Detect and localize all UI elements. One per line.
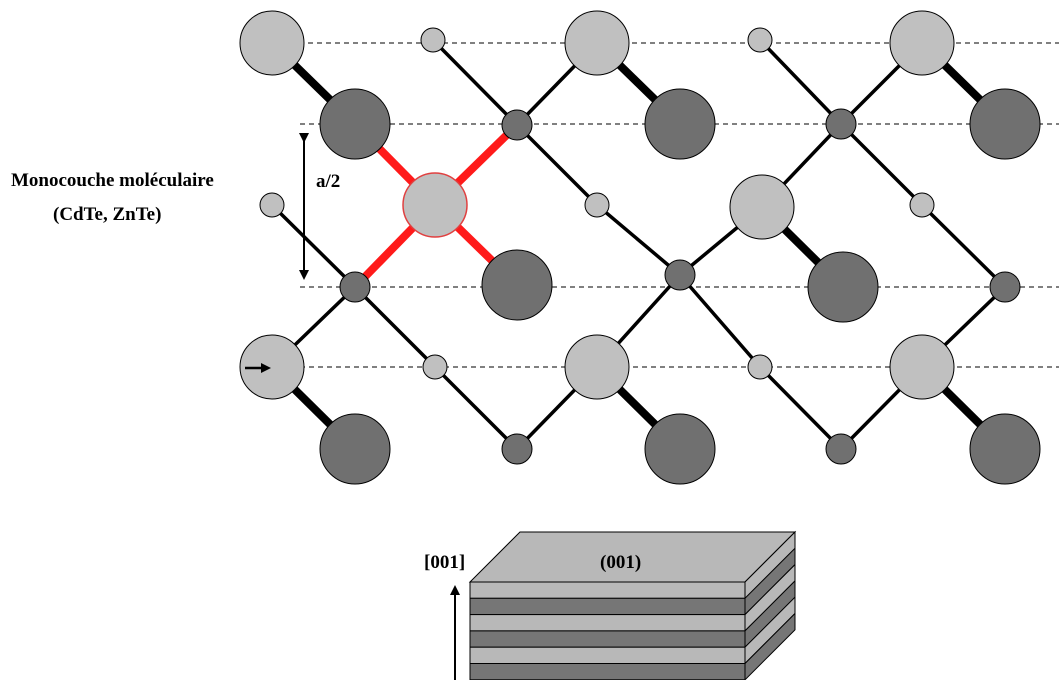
slab-layer-front [469, 614, 746, 632]
slab-layer-front [469, 597, 746, 616]
dark-atom [339, 271, 371, 303]
dark-atom [501, 109, 533, 141]
dark-atom [319, 413, 391, 485]
bond [839, 122, 924, 207]
dark-atom [969, 413, 1041, 485]
slab-layer-front [469, 646, 746, 665]
dark-atom [664, 259, 696, 291]
bond [920, 203, 1007, 289]
light-atom [889, 334, 955, 400]
bond [353, 285, 437, 369]
slab-layer-front [469, 663, 746, 680]
dark-atom [825, 108, 857, 140]
spacing-label: a/2 [316, 171, 341, 192]
dark-atom [807, 251, 879, 323]
bond [270, 203, 357, 289]
light-atom [909, 192, 935, 218]
plane-label: (001) [600, 552, 642, 573]
monolayer-compounds-label: (CdTe, ZnTe) [53, 204, 162, 225]
light-atom [729, 174, 795, 240]
dark-atom [644, 413, 716, 485]
light-atom [747, 354, 773, 380]
light-atom [584, 192, 610, 218]
bond [515, 123, 599, 207]
bond [431, 38, 519, 127]
light-atom [422, 354, 448, 380]
light-atom [747, 27, 773, 53]
light-atom [239, 10, 305, 76]
dark-atom [825, 433, 857, 465]
dark-atom [319, 88, 391, 160]
monolayer-label: Monocouche moléculaire [11, 170, 214, 191]
dark-atom [969, 88, 1041, 160]
bond [595, 203, 682, 277]
light-atom [564, 10, 630, 76]
light-atom [259, 192, 285, 218]
bond [678, 273, 762, 369]
light-atom [402, 172, 468, 238]
slab-layer-side [744, 612, 796, 680]
dark-atom [501, 433, 533, 465]
slab-layer-front [469, 581, 746, 599]
light-atom [239, 334, 305, 400]
dark-atom [989, 271, 1021, 303]
bond [433, 365, 519, 451]
atoms [239, 10, 1041, 485]
dark-atom [644, 88, 716, 160]
bond [758, 365, 843, 451]
layered-slab [468, 530, 797, 680]
dark-atom [481, 249, 553, 321]
slab-layer-front [469, 630, 746, 648]
bond [758, 38, 843, 126]
light-atom [889, 10, 955, 76]
light-atom [420, 27, 446, 53]
direction-label: [001] [424, 552, 466, 573]
light-atom [564, 334, 630, 400]
